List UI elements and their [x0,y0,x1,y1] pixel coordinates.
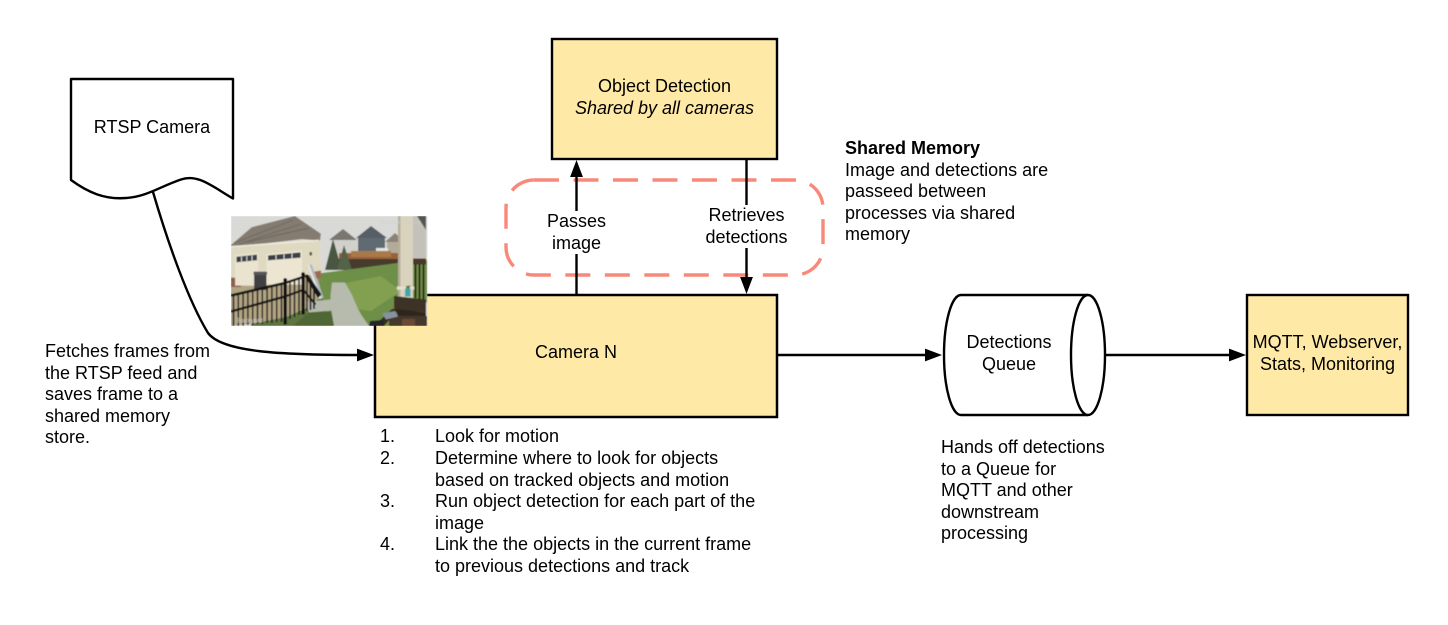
svg-text:Backyard: Backyard [237,318,264,325]
svg-text:2019-03-26 09:46:03: 2019-03-26 09:46:03 [380,220,421,225]
